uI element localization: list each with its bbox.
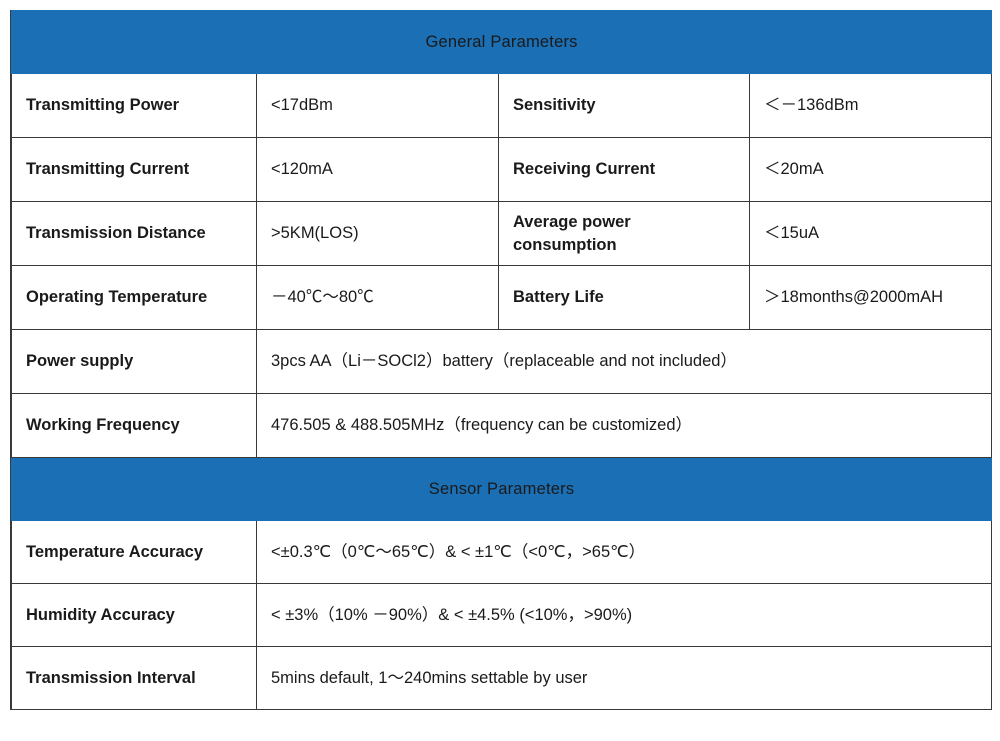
table-row: Operating Temperature －40℃～80℃ Battery L… <box>11 265 993 330</box>
row-label-battery-life: Battery Life <box>498 265 750 330</box>
row-label-operating-temperature: Operating Temperature <box>11 265 257 330</box>
row-value-power-supply: 3pcs AA（Li－SOCl2）battery（replaceable and… <box>255 329 993 394</box>
section-title-general: General Parameters <box>10 10 993 74</box>
row-label-receiving-current: Receiving Current <box>498 137 750 202</box>
table-row: Temperature Accuracy <±0.3℃（0℃～65℃）& < ±… <box>11 520 993 584</box>
table-row: Power supply 3pcs AA（Li－SOCl2）battery（re… <box>11 329 993 394</box>
general-parameters-table: General Parameters Transmitting Power <1… <box>10 10 993 710</box>
row-label-transmission-distance: Transmission Distance <box>11 201 257 266</box>
row-value-working-frequency: 476.505 & 488.505MHz（frequency can be cu… <box>255 393 993 458</box>
row-label-average-power-consumption: Average power consumption <box>498 201 750 266</box>
table-row: Transmitting Power <17dBm Sensitivity ＜－… <box>11 73 993 138</box>
row-value-transmitting-current: <120mA <box>256 137 499 202</box>
table-row: Working Frequency 476.505 & 488.505MHz（f… <box>11 393 993 458</box>
table-row: Humidity Accuracy < ±3%（10% －90%）& < ±4.… <box>11 583 993 647</box>
row-value-transmitting-power: <17dBm <box>256 73 499 138</box>
table-row: Transmission Interval 5mins default, 1～2… <box>11 646 993 710</box>
row-value-operating-temperature: －40℃～80℃ <box>256 265 499 330</box>
row-label-temperature-accuracy: Temperature Accuracy <box>11 520 257 584</box>
row-label-power-supply: Power supply <box>11 329 257 394</box>
row-value-battery-life: ＞18months@2000mAH <box>748 265 993 330</box>
row-value-receiving-current: ＜20mA <box>748 137 993 202</box>
row-value-humidity-accuracy: < ±3%（10% －90%）& < ±4.5% (<10%，>90%) <box>255 583 993 647</box>
row-label-transmitting-current: Transmitting Current <box>11 137 257 202</box>
row-value-transmission-distance: >5KM(LOS) <box>256 201 499 266</box>
row-label-humidity-accuracy: Humidity Accuracy <box>11 583 257 647</box>
table-row: Transmitting Current <120mA Receiving Cu… <box>11 137 993 202</box>
section-header-row-general: General Parameters <box>10 10 993 74</box>
row-value-transmission-interval: 5mins default, 1～240mins settable by use… <box>255 646 993 710</box>
row-label-transmission-interval: Transmission Interval <box>11 646 257 710</box>
row-value-temperature-accuracy: <±0.3℃（0℃～65℃）& < ±1℃（<0℃，>65℃） <box>255 520 993 584</box>
row-label-transmitting-power: Transmitting Power <box>11 73 257 138</box>
row-value-sensitivity: ＜－136dBm <box>748 73 993 138</box>
table-row: Transmission Distance >5KM(LOS) Average … <box>11 201 993 266</box>
specification-sheet: General Parameters Transmitting Power <1… <box>10 10 993 710</box>
row-label-working-frequency: Working Frequency <box>11 393 257 458</box>
section-title-sensor: Sensor Parameters <box>10 457 993 521</box>
row-label-sensitivity: Sensitivity <box>498 73 750 138</box>
section-header-row-sensor: Sensor Parameters <box>10 457 993 521</box>
row-value-average-power-consumption: ＜15uA <box>748 201 993 266</box>
